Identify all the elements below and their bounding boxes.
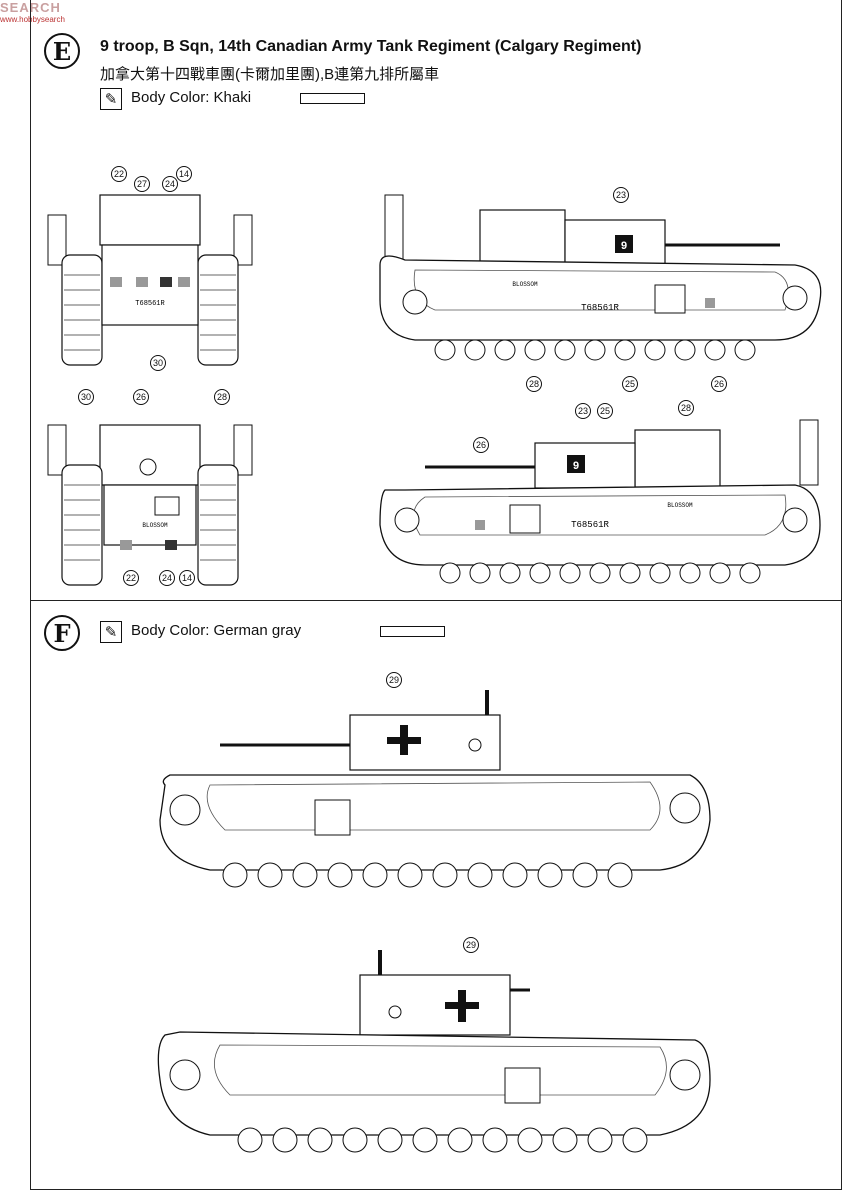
right-tank-name: BLOSSOM (512, 281, 538, 288)
e-right-drawing: 9 T68561R BLOSSOM (379, 194, 822, 361)
section-f-badge: F (44, 615, 80, 651)
e-rear-callout-3: 28 (214, 389, 230, 405)
e-rear-callout-2: 26 (133, 389, 149, 405)
section-e-body-color: Body Color: Khaki (131, 89, 252, 106)
e-left-callout-2: 23 (575, 403, 591, 419)
e-rear-callout-6: 14 (179, 570, 195, 586)
e-rear-view: BLOSSOM (40, 405, 260, 590)
e-rear-callout-4: 22 (123, 570, 139, 586)
front-hull-number: T68561R (135, 300, 165, 308)
f-right-side-view (150, 950, 720, 1165)
watermark: SEARCH www.hobbysearch (0, 0, 65, 24)
e-front-callout-2: 27 (134, 176, 150, 192)
e-right-callout-1: 23 (613, 187, 629, 203)
e-front-callout-5: 30 (150, 355, 166, 371)
german-gray-swatch (380, 626, 445, 637)
watermark-brand: SEARCH (0, 0, 61, 15)
right-turret-number: 9 (621, 241, 628, 253)
instruction-frame (30, 0, 842, 1190)
e-front-drawing: T68561R (47, 194, 253, 366)
section-divider (30, 600, 842, 601)
e-right-callout-4: 26 (711, 376, 727, 392)
left-tank-name: BLOSSOM (667, 502, 693, 509)
e-rear-callout-5: 24 (159, 570, 175, 586)
e-rear-drawing: BLOSSOM (47, 424, 253, 586)
e-left-callout-4: 28 (678, 400, 694, 416)
section-e-title: 9 troop, B Sqn, 14th Canadian Army Tank … (100, 38, 642, 55)
f-right-callout-1: 29 (463, 937, 479, 953)
e-left-callout-3: 25 (597, 403, 613, 419)
f-left-callout-1: 29 (386, 672, 402, 688)
paint-brush-icon-f: ✎ (100, 621, 122, 643)
f-right-drawing (157, 950, 711, 1153)
f-left-side-view (150, 690, 720, 900)
f-left-drawing (159, 690, 711, 888)
khaki-swatch (300, 93, 365, 104)
section-e-badge: E (44, 33, 80, 69)
e-left-side-view: 9 T68561R BLOSSOM (375, 415, 830, 595)
section-e-subtitle: 加拿大第十四戰車團(卡爾加里團),B連第九排所屬車 (100, 66, 440, 83)
section-f-body-color: Body Color: German gray (131, 622, 302, 639)
e-left-drawing: 9 T68561R BLOSSOM (379, 419, 821, 584)
e-right-callout-3: 25 (622, 376, 638, 392)
e-right-side-view: 9 T68561R BLOSSOM (375, 190, 830, 375)
left-hull-number: T68561R (571, 520, 609, 530)
e-front-callout-3: 24 (162, 176, 178, 192)
e-rear-callout-1: 30 (78, 389, 94, 405)
paint-brush-icon: ✎ (100, 88, 122, 110)
e-left-callout-1: 26 (473, 437, 489, 453)
e-right-callout-2: 28 (526, 376, 542, 392)
watermark-url: www.hobbysearch (0, 15, 65, 24)
e-front-callout-1: 22 (111, 166, 127, 182)
e-front-callout-4: 14 (176, 166, 192, 182)
left-turret-number: 9 (573, 461, 580, 473)
rear-tank-name: BLOSSOM (142, 522, 168, 529)
e-front-view: T68561R (40, 185, 260, 375)
right-hull-number: T68561R (581, 303, 619, 313)
